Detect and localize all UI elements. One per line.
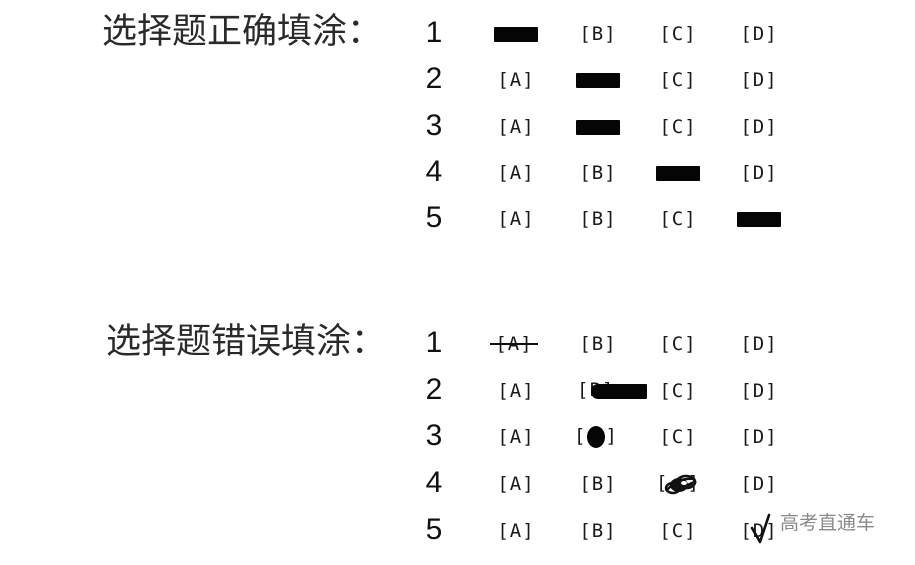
correct-row-3-number: 3 bbox=[425, 109, 443, 142]
correct-row-2-option-b bbox=[574, 69, 622, 91]
correct-row-1-option-c: [C] bbox=[659, 22, 697, 45]
wrong-row-4-option-d: [D] bbox=[740, 472, 778, 495]
wrong-row-5-option-a: [A] bbox=[497, 519, 535, 542]
dot-mark bbox=[587, 426, 605, 448]
wrong-row-4-number: 4 bbox=[425, 466, 443, 499]
correct-section-title: 选择题正确填涂： bbox=[102, 12, 383, 52]
correct-row-4-option-d: [D] bbox=[740, 161, 778, 184]
wrong-row-3-option-c: [C] bbox=[659, 425, 697, 448]
wrong-section-title: 选择题错误填涂： bbox=[106, 322, 387, 362]
wrong-row-3-number: 3 bbox=[425, 419, 443, 452]
wrong-row-1-option-b: [B] bbox=[579, 332, 617, 355]
right-bracket: ] bbox=[687, 472, 700, 494]
correct-row-3-option-c: [C] bbox=[659, 115, 697, 138]
wrong-row-2-option-b: [B] bbox=[574, 380, 647, 402]
wrong-row-4-option-b: [B] bbox=[579, 472, 617, 495]
watermark: 高考直通车 bbox=[780, 512, 876, 534]
wrong-row-4-option-c: [ ] bbox=[654, 473, 702, 495]
strikethrough-mark bbox=[490, 343, 538, 345]
correct-row-5-option-d bbox=[735, 208, 783, 230]
right-bracket: ] bbox=[605, 425, 618, 447]
wrong-row-1-option-a: [A] bbox=[490, 333, 538, 355]
scribble-mark bbox=[664, 474, 697, 495]
wrong-row-2-option-c: [C] bbox=[659, 379, 697, 402]
filled-bubble bbox=[576, 120, 620, 135]
correct-row-5-number: 5 bbox=[425, 201, 443, 234]
wrong-row-3-option-b: [ ] bbox=[572, 426, 620, 448]
filled-bubble bbox=[494, 27, 538, 42]
correct-row-3-option-a: [A] bbox=[497, 115, 535, 138]
correct-row-2-number: 2 bbox=[425, 62, 443, 95]
correct-row-1-option-b: [B] bbox=[579, 22, 617, 45]
correct-row-4-option-a: [A] bbox=[497, 161, 535, 184]
filled-bubble bbox=[656, 166, 700, 181]
correct-row-2-option-c: [C] bbox=[659, 68, 697, 91]
correct-row-1-option-a bbox=[492, 23, 540, 45]
wrong-row-1-option-d: [D] bbox=[740, 332, 778, 355]
left-bracket: [ bbox=[656, 472, 669, 494]
wrong-row-1-number: 1 bbox=[425, 326, 443, 359]
correct-row-4-number: 4 bbox=[425, 155, 443, 188]
correct-row-4-option-b: [B] bbox=[579, 161, 617, 184]
wrong-row-2-option-d: [D] bbox=[740, 379, 778, 402]
wrong-row-5-number: 5 bbox=[425, 513, 443, 546]
wrong-row-2-option-a: [A] bbox=[497, 379, 535, 402]
correct-row-5-option-c: [C] bbox=[659, 207, 697, 230]
correct-row-3-option-d: [D] bbox=[740, 115, 778, 138]
wrong-row-3-option-a: [A] bbox=[497, 425, 535, 448]
correct-row-1-option-d: [D] bbox=[740, 22, 778, 45]
correct-row-4-option-c bbox=[654, 162, 702, 184]
wrong-row-4-option-a: [A] bbox=[497, 472, 535, 495]
correct-row-2-option-a: [A] bbox=[497, 68, 535, 91]
correct-row-5-option-b: [B] bbox=[579, 207, 617, 230]
checkmark-icon bbox=[750, 513, 771, 544]
overflow-fill-mark bbox=[591, 384, 647, 399]
option-label: [D] bbox=[740, 519, 778, 542]
wrong-row-5-option-c: [C] bbox=[659, 519, 697, 542]
correct-row-5-option-a: [A] bbox=[497, 207, 535, 230]
filled-bubble bbox=[576, 73, 620, 88]
wrong-row-2-number: 2 bbox=[425, 373, 443, 406]
wrong-row-5-option-b: [B] bbox=[579, 519, 617, 542]
correct-row-3-option-b bbox=[574, 116, 622, 138]
left-bracket: [ bbox=[574, 425, 587, 447]
wrong-row-3-option-d: [D] bbox=[740, 425, 778, 448]
filled-bubble bbox=[737, 212, 781, 227]
correct-row-1-number: 1 bbox=[425, 16, 443, 49]
wrong-row-1-option-c: [C] bbox=[659, 332, 697, 355]
wrong-row-5-option-d: [D] bbox=[735, 513, 783, 544]
correct-row-2-option-d: [D] bbox=[740, 68, 778, 91]
